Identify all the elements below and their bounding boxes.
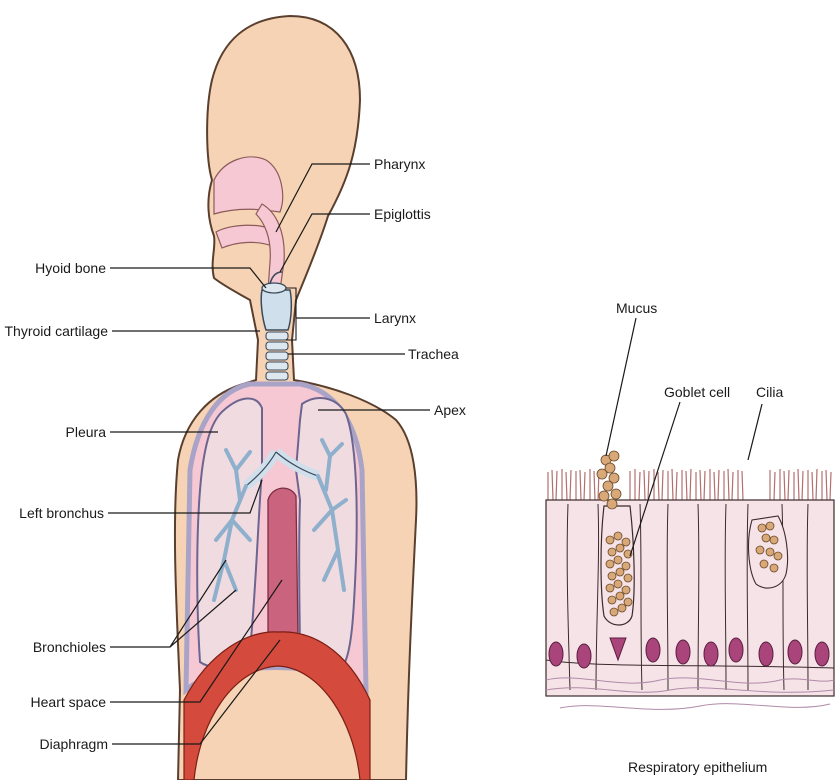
label-goblet-cell: Goblet cell bbox=[664, 384, 730, 400]
label-bronchioles: Bronchioles bbox=[33, 639, 106, 655]
label-diaphragm: Diaphragm bbox=[40, 736, 108, 752]
label-pleura: Pleura bbox=[66, 424, 107, 440]
respiratory-epithelium-diagram bbox=[546, 451, 834, 709]
label-mucus: Mucus bbox=[616, 300, 657, 316]
cilia-leader bbox=[748, 404, 762, 460]
label-apex: Apex bbox=[434, 402, 466, 418]
label-epiglottis: Epiglottis bbox=[374, 206, 431, 222]
label-thyroid-cartilage: Thyroid cartilage bbox=[5, 323, 109, 339]
heart-space bbox=[268, 488, 298, 646]
label-larynx: Larynx bbox=[374, 310, 416, 326]
label-cilia: Cilia bbox=[756, 384, 783, 400]
cilia-band bbox=[548, 469, 831, 500]
label-hyoid-bone: Hyoid bone bbox=[35, 260, 106, 276]
label-heart-space: Heart space bbox=[31, 694, 107, 710]
larynx-shape bbox=[261, 290, 291, 330]
label-left-bronchus: Left bronchus bbox=[19, 505, 104, 521]
label-respiratory-epithelium: Respiratory epithelium bbox=[628, 759, 767, 775]
lung-left-anatomical bbox=[296, 398, 357, 667]
label-pharynx: Pharynx bbox=[374, 156, 425, 172]
human-torso-figure bbox=[175, 16, 417, 780]
label-trachea: Trachea bbox=[408, 346, 459, 362]
mucus-leader bbox=[606, 318, 636, 456]
